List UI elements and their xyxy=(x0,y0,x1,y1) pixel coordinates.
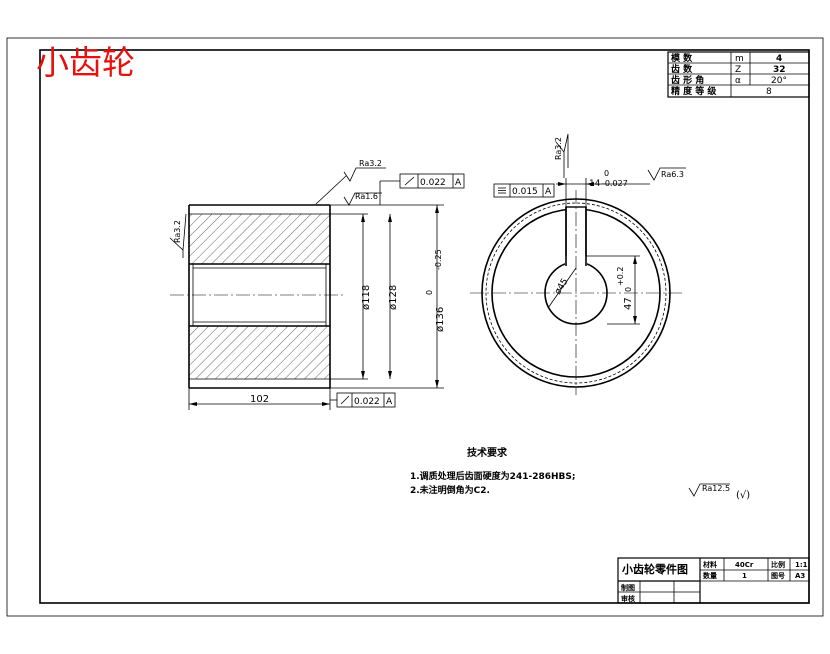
title-block-scale-label: 比例 xyxy=(771,560,785,569)
title-block-drawn-label: 制图 xyxy=(621,583,635,592)
title-block: 小齿轮零件图 材料 40Cr 比例 1:1 数量 1 图号 A3 制图 审核 xyxy=(617,557,810,604)
title-block-checked-label: 审核 xyxy=(621,594,635,603)
param-label-module: 模 数 xyxy=(671,52,693,64)
tech-requirements: 技术要求 1.调质处理后齿面硬度为241-286HBS; 2.未注明倒角为C2. xyxy=(410,446,575,496)
title-block-qty: 1 xyxy=(742,572,747,580)
title-block-name: 小齿轮零件图 xyxy=(621,562,688,576)
runout-bottom-frame: 0.022 A xyxy=(330,392,396,408)
runout-bottom-datum: A xyxy=(386,397,393,407)
param-value-precision: 8 xyxy=(766,87,772,97)
tech-req-item-2: 2.未注明倒角为C2. xyxy=(410,484,490,496)
param-label-teeth: 齿 数 xyxy=(671,63,693,75)
tech-req-title: 技术要求 xyxy=(467,446,508,459)
title-block-sheet-label: 图号 xyxy=(771,571,785,580)
hatch-bottom xyxy=(189,326,330,379)
overlay-title: 小齿轮 xyxy=(36,43,135,82)
title-block-scale: 1:1 xyxy=(795,561,808,569)
parameter-table: 模 数 m 4 齿 数 Z 32 齿 形 角 α 20° 精 度 等 级 8 xyxy=(667,51,810,98)
title-block-material-label: 材料 xyxy=(702,560,717,569)
dim-hub: ø128 xyxy=(388,285,399,310)
section-view: ø118 ø128 ø136 -0.25 0 102 Ra3.2 Ra3.2 R… xyxy=(169,159,465,410)
param-symbol-angle: α xyxy=(735,76,741,86)
hatch-top xyxy=(189,214,330,264)
param-label-angle: 齿 形 角 xyxy=(671,74,704,86)
dim-keyway-width-tol-upper: 0 xyxy=(604,169,609,178)
front-view: 14 0 -0.027 0.015 A Ra3.2 Ra6.3 ø45 4 xyxy=(470,133,686,395)
param-value-angle: 20° xyxy=(771,76,787,86)
symmetry-value: 0.015 xyxy=(512,187,538,197)
roughness-general-note: (√) xyxy=(736,490,750,501)
outer-frame xyxy=(6,37,824,617)
roughness-left: Ra3.2 xyxy=(173,220,182,243)
dim-keyway-width: 14 xyxy=(589,179,601,189)
inner-frame xyxy=(39,49,810,604)
tech-req-item-1: 1.调质处理后齿面硬度为241-286HBS; xyxy=(410,470,575,482)
dim-bore: ø118 xyxy=(361,285,372,310)
roughness-top: Ra3.2 xyxy=(359,159,382,168)
roughness-key-top: Ra3.2 xyxy=(554,137,563,160)
param-value-module: 4 xyxy=(776,54,782,64)
title-block-qty-label: 数量 xyxy=(703,571,717,580)
runout-top-value: 0.022 xyxy=(420,178,446,188)
roughness-general: Ra12.5 xyxy=(702,484,730,493)
dim-outer: ø136 xyxy=(435,307,446,332)
dim-outer-tol-upper: 0 xyxy=(425,290,434,295)
dim-keyway-width-tol-lower: -0.027 xyxy=(602,179,628,188)
param-label-precision: 精 度 等 级 xyxy=(671,85,717,97)
dim-length: 102 xyxy=(250,394,269,405)
dim-outer-tol-lower: -0.25 xyxy=(434,249,443,270)
symmetry-datum: A xyxy=(545,187,552,197)
runout-top-datum: A xyxy=(455,178,462,188)
roughness-key-right: Ra6.3 xyxy=(661,170,684,179)
symmetry-frame: 0.015 A xyxy=(493,183,555,198)
dim-keyway-depth-tol-lower: 0 xyxy=(624,287,633,292)
runout-bottom-value: 0.022 xyxy=(354,397,380,407)
dim-keyway-depth: 47 xyxy=(623,297,634,310)
param-value-teeth: 32 xyxy=(773,65,786,75)
title-block-sheet: A3 xyxy=(795,572,805,580)
roughness-top2: Ra1.6 xyxy=(355,192,378,201)
general-roughness: Ra12.5 (√) xyxy=(688,483,750,501)
runout-top-frame: 0.022 A xyxy=(379,173,465,205)
param-symbol-teeth: Z xyxy=(735,65,741,75)
param-symbol-module: m xyxy=(735,54,744,64)
dim-keyway-depth-tol-upper: +0.2 xyxy=(616,267,625,286)
title-block-material: 40Cr xyxy=(735,561,754,569)
